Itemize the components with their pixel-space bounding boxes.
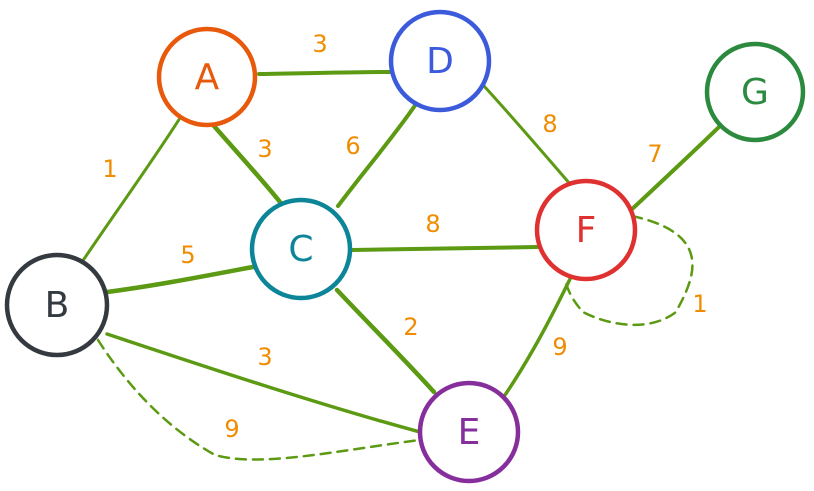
edge-b-c <box>104 263 261 295</box>
edge-b-e <box>105 332 422 434</box>
edge-weight-a-b: 1 <box>102 155 117 183</box>
edge-weight-c-e: 2 <box>403 313 418 341</box>
node-label-e: E <box>458 412 481 453</box>
edge-c-f <box>350 245 539 252</box>
edge-weight-f-e: 9 <box>552 333 567 361</box>
edge-weight-c-f: 8 <box>425 210 440 238</box>
edge-b-e-dashed <box>96 338 422 461</box>
weights-layer: 3 1 3 6 8 7 5 8 2 3 9 9 1 <box>102 30 707 443</box>
edge-g-f <box>628 124 722 213</box>
node-circle-e <box>417 380 521 484</box>
edge-weight-f-f-dashed: 1 <box>692 290 707 318</box>
edge-weight-d-c: 6 <box>345 132 360 160</box>
node-label-b: B <box>45 285 70 326</box>
node-g: G <box>704 41 806 143</box>
node-f: F <box>534 178 638 282</box>
node-label-g: G <box>741 72 769 113</box>
edge-a-c <box>211 123 283 205</box>
node-label-f: F <box>576 210 597 251</box>
node-circle-a <box>156 26 258 128</box>
node-label-d: D <box>426 41 454 82</box>
edge-weight-a-c: 3 <box>257 135 272 163</box>
node-circle-d <box>388 9 492 113</box>
node-e: E <box>417 380 521 484</box>
node-c: C <box>249 197 353 301</box>
edges-layer <box>78 70 722 461</box>
edge-d-c <box>336 102 418 208</box>
node-circle-b <box>4 252 110 358</box>
nodes-layer: A B C D E F G <box>4 9 806 484</box>
node-label-a: A <box>195 57 220 98</box>
edge-f-f-dashed <box>564 214 694 327</box>
node-d: D <box>388 9 492 113</box>
node-b: B <box>4 252 110 358</box>
edge-c-e <box>334 287 437 395</box>
node-circle-f <box>534 178 638 282</box>
edge-weight-g-f: 7 <box>647 140 662 168</box>
edge-weight-b-c: 5 <box>180 241 195 269</box>
edge-weight-b-e: 3 <box>257 343 272 371</box>
edge-a-b <box>78 116 182 267</box>
edge-weight-a-d: 3 <box>312 30 327 58</box>
edge-d-f <box>482 84 572 186</box>
node-circle-g <box>704 41 806 143</box>
edge-f-e <box>503 277 572 397</box>
edge-weight-b-e-dashed: 9 <box>224 415 239 443</box>
node-circle-c <box>249 197 353 301</box>
edge-weight-d-f: 8 <box>542 110 557 138</box>
node-a: A <box>156 26 258 128</box>
node-label-c: C <box>288 229 313 270</box>
edge-a-d <box>257 70 393 76</box>
